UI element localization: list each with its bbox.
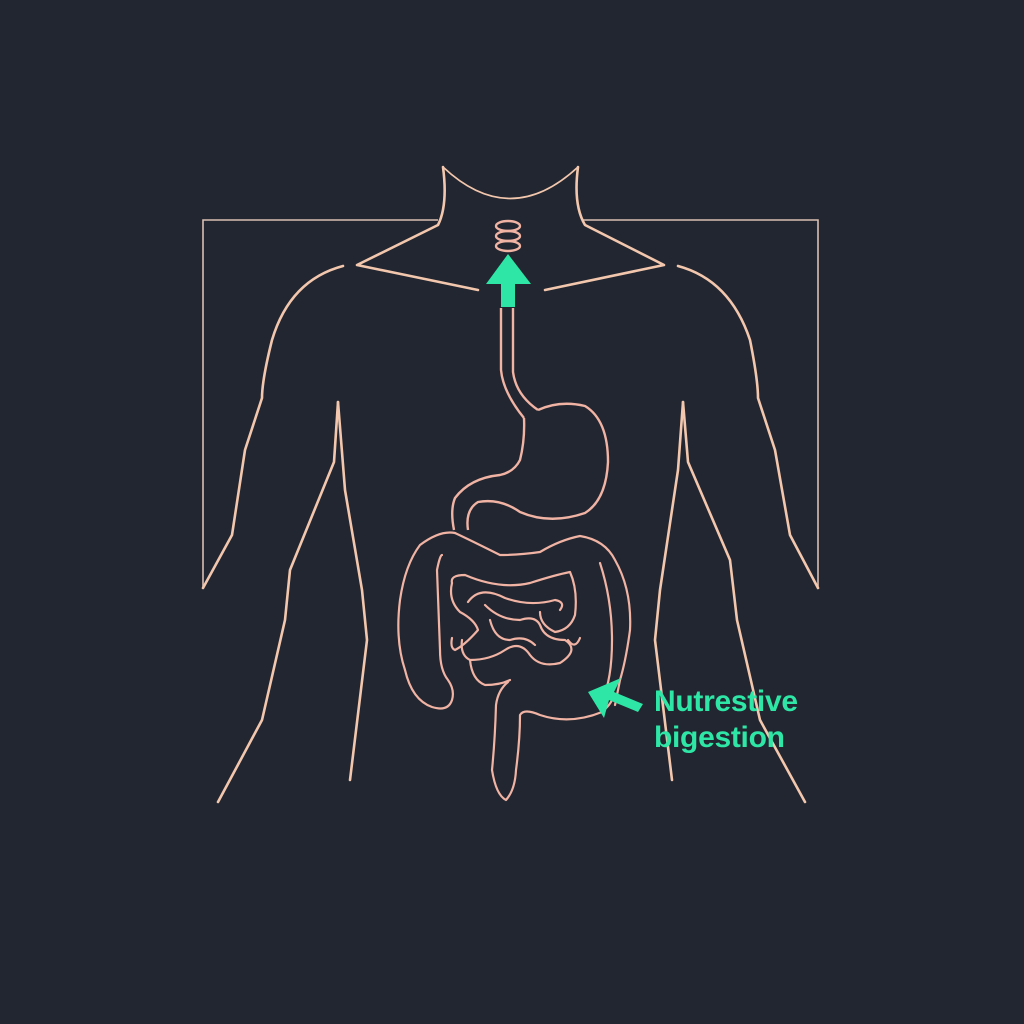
body-outline	[201, 165, 820, 804]
frame-lines	[202, 219, 819, 588]
throat-rings	[494, 219, 522, 253]
stomach	[451, 308, 610, 531]
label-line-2: bigestion	[654, 721, 785, 754]
intestines	[397, 531, 632, 802]
label-line-1: Nutrestive	[654, 685, 798, 718]
lower-arrow-icon	[588, 678, 643, 718]
upper-arrow-icon	[486, 254, 531, 307]
annotation-label: Nutrestive bigestion	[654, 684, 798, 756]
